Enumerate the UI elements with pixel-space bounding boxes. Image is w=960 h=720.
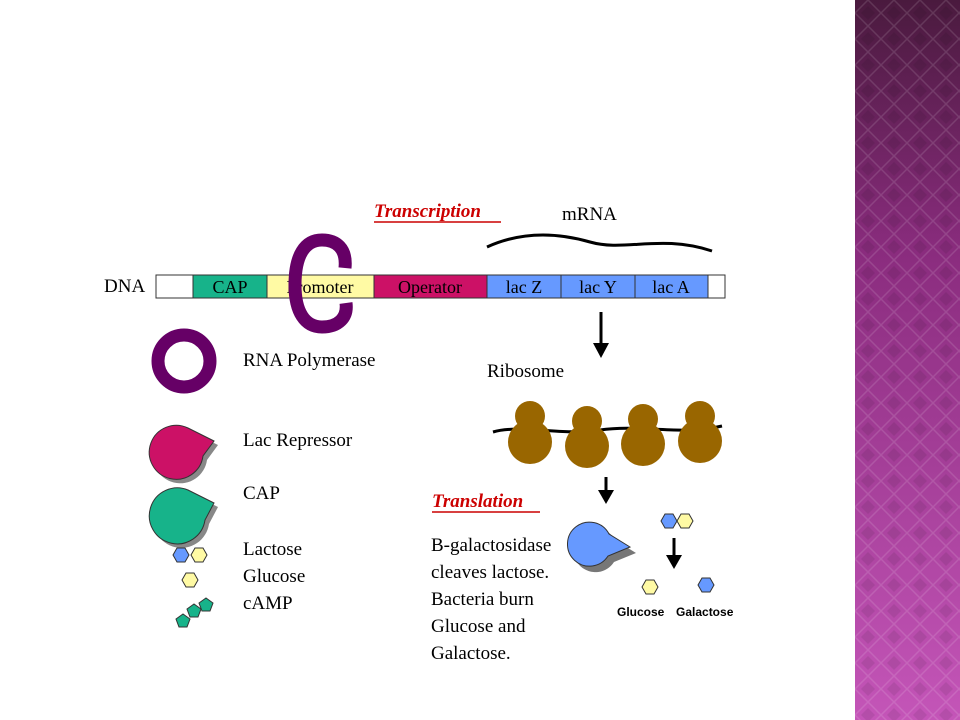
side-decorative-band — [855, 0, 960, 720]
glucose-product-icon — [641, 579, 659, 595]
legend-cap-icon — [148, 487, 218, 548]
rna-polymerase-bound-icon — [288, 233, 353, 334]
lactose-molecule-icon — [660, 513, 694, 529]
description-line: B-galactosidase — [431, 535, 551, 556]
product-label-galactose: Galactose — [676, 605, 734, 619]
mrna-strand — [486, 233, 713, 253]
legend-glucose-icon — [181, 572, 199, 588]
ribosome-icon — [508, 401, 552, 464]
ribosome-icon — [565, 406, 609, 468]
ribosome-icon — [621, 404, 665, 466]
legend-label-lactose: Lactose — [243, 539, 302, 560]
translation-heading: Translation — [432, 491, 523, 512]
legend-camp-icon — [175, 597, 214, 628]
segment-label-laca: lac A — [652, 277, 690, 297]
legend-label-camp: cAMP — [243, 593, 293, 614]
legend-label-lac-repressor: Lac Repressor — [243, 430, 353, 451]
b-galactosidase-icon — [566, 521, 636, 573]
arrow-down-translation — [598, 477, 614, 504]
dna-segment-blank-left — [155, 274, 194, 299]
arrow-down-products — [666, 538, 682, 569]
description-line: Bacteria burn — [431, 589, 534, 610]
segment-label-cap: CAP — [212, 277, 247, 297]
transcription-heading: Transcription — [374, 201, 481, 222]
legend-label-glucose: Glucose — [243, 566, 305, 587]
dna-label: DNA — [104, 276, 145, 297]
segment-label-operator: Operator — [398, 277, 462, 297]
translation-description: B-galactosidase cleaves lactose. Bacteri… — [431, 535, 551, 664]
segment-label-promoter: Promoter — [287, 277, 354, 297]
segment-label-lacy: lac Y — [579, 277, 617, 297]
dna-bar: CAP Promoter Operator lac Z lac Y lac A — [155, 274, 726, 299]
segment-label-lacz: lac Z — [506, 277, 542, 297]
ribosome-label: Ribosome — [487, 361, 564, 382]
arrow-down-transcription — [593, 312, 609, 358]
ribosomes-on-mrna — [492, 401, 723, 468]
description-line: cleaves lactose. — [431, 562, 549, 583]
legend-rna-polymerase-icon — [151, 328, 217, 394]
legend-label-cap: CAP — [243, 483, 280, 504]
description-line: Galactose. — [431, 643, 511, 664]
product-label-glucose: Glucose — [617, 605, 665, 619]
legend-lactose-icon — [172, 547, 208, 563]
ribosome-icon — [678, 401, 722, 463]
galactose-product-icon — [697, 577, 715, 593]
lac-operon-diagram: Transcription mRNA DNA CAP Promoter Oper… — [104, 201, 734, 664]
description-line: Glucose and — [431, 616, 526, 637]
dna-segment-blank-right — [707, 274, 726, 299]
legend-label-rna-polymerase: RNA Polymerase — [243, 350, 375, 371]
mrna-label: mRNA — [562, 204, 617, 225]
legend-lac-repressor-icon — [148, 424, 218, 484]
